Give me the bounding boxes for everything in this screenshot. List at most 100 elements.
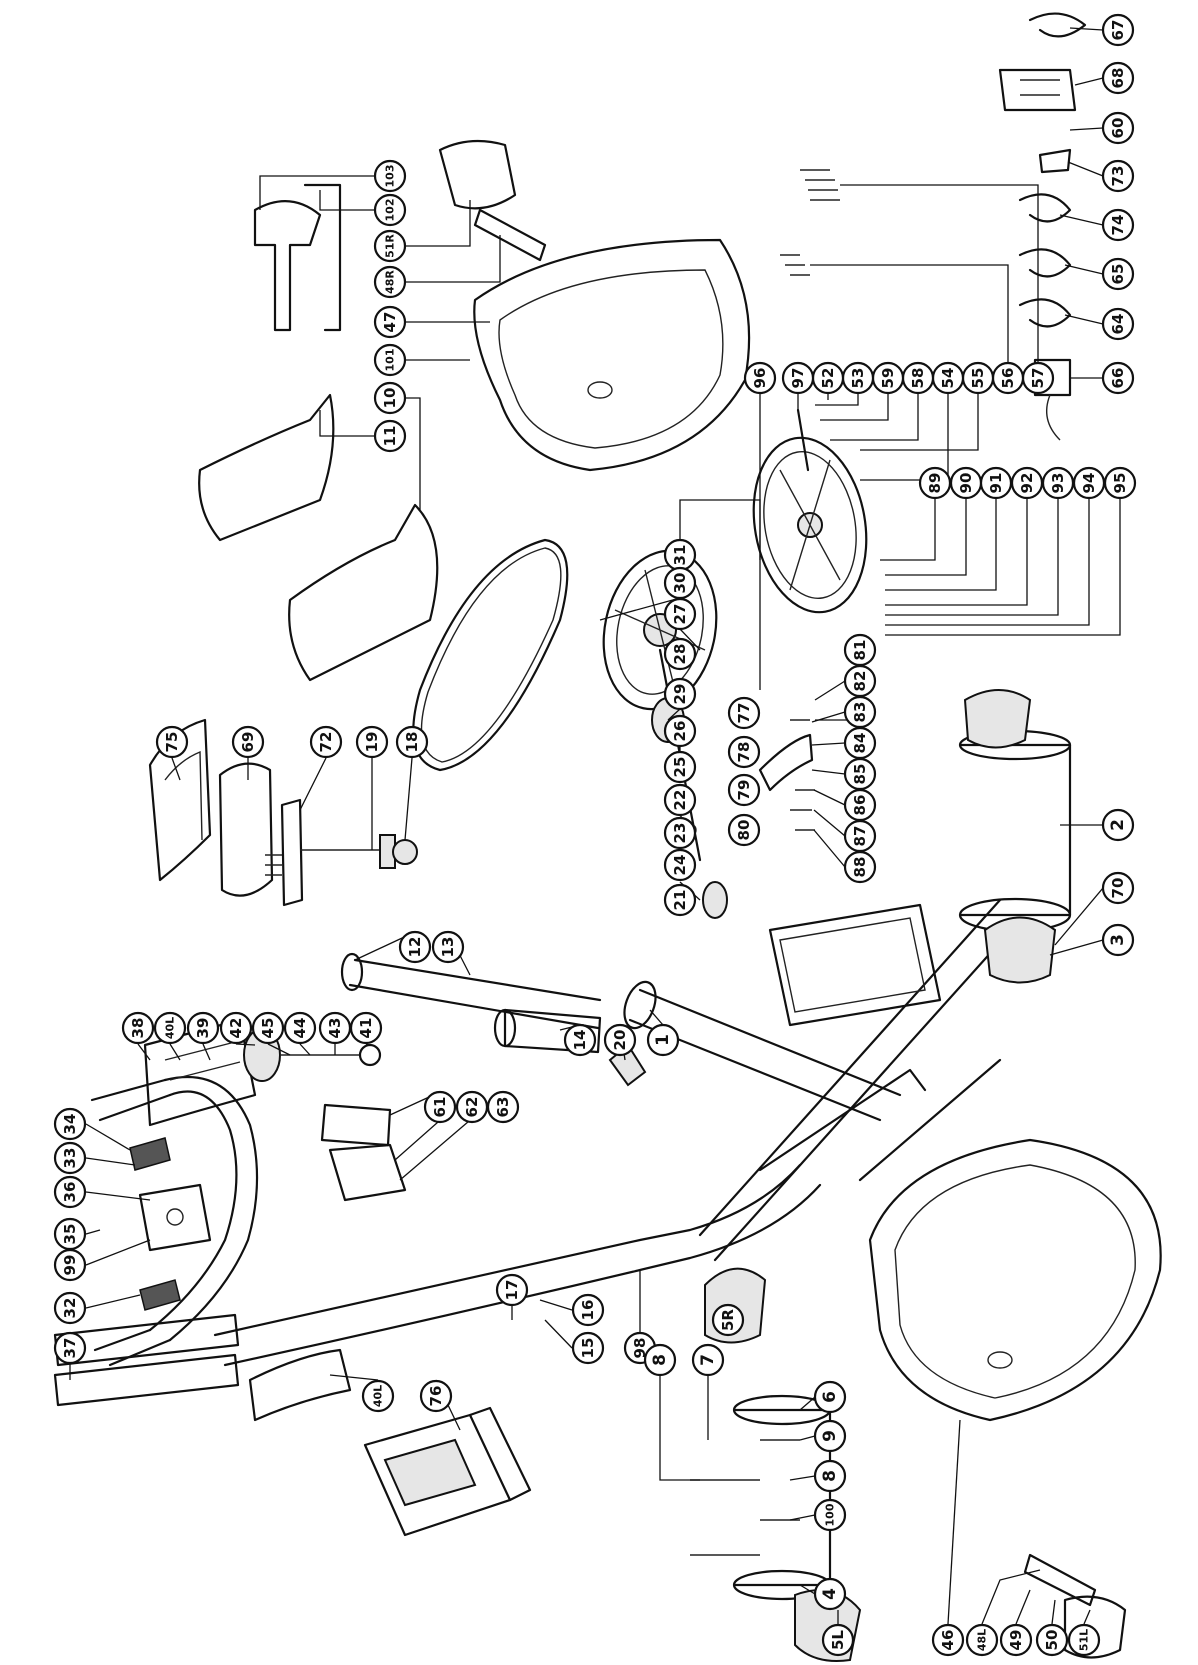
callout-circle: [999, 1623, 1033, 1657]
callout-circle: [663, 637, 697, 671]
callout-label: 45: [259, 1018, 277, 1039]
part-callout: 26: [663, 714, 697, 748]
part-callout: 83: [843, 695, 877, 729]
part-callout: 92: [1010, 466, 1044, 500]
part-callout: 96: [743, 361, 777, 395]
part-callout: 49: [999, 1623, 1033, 1657]
callout-circle: [219, 1011, 253, 1045]
part-callout: 68: [1101, 61, 1135, 95]
part-callout: 48R: [373, 265, 407, 299]
callout-circle: [486, 1090, 520, 1124]
callout-label: 27: [671, 604, 689, 625]
callout-label: 70: [1109, 878, 1127, 899]
part-callout: 18: [395, 725, 429, 759]
callout-circle: [231, 725, 265, 759]
callout-label: 24: [671, 855, 689, 876]
callout-label: 100: [824, 1503, 837, 1526]
callout-circle: [398, 930, 432, 964]
callout-circle: [1067, 1623, 1101, 1657]
part-callout: 101: [373, 343, 407, 377]
part-callout: 47: [373, 305, 407, 339]
part-callout: 84: [843, 726, 877, 760]
callout-label: 75: [163, 732, 181, 753]
callout-circle: [251, 1011, 285, 1045]
part-callout: 28: [663, 637, 697, 671]
part-callout: 25: [663, 750, 697, 784]
callout-label: 1: [653, 1034, 673, 1046]
callout-label: 78: [735, 742, 753, 763]
callout-circle: [711, 1303, 745, 1337]
part-callout: 87: [843, 819, 877, 853]
callout-label: 8: [650, 1354, 670, 1366]
callout-circle: [1101, 361, 1135, 395]
callout-circle: [53, 1248, 87, 1282]
callout-label: 97: [789, 368, 807, 389]
callout-label: 51R: [384, 234, 397, 258]
part-callout: 65: [1101, 257, 1135, 291]
callout-label: 92: [1018, 473, 1036, 494]
callout-label: 61: [431, 1097, 449, 1118]
callout-circle: [1101, 257, 1135, 291]
part-callout: 33: [53, 1141, 87, 1175]
callout-label: 74: [1109, 215, 1127, 236]
part-callout: 53: [841, 361, 875, 395]
part-callout: 59: [871, 361, 905, 395]
part-callout: 34: [53, 1107, 87, 1141]
part-callout: 86: [843, 788, 877, 822]
part-callout: 23: [663, 816, 697, 850]
callout-label: 21: [671, 890, 689, 911]
part-callout: 14: [563, 1023, 597, 1057]
callout-label: 101: [384, 349, 397, 372]
part-callout: 60: [1101, 111, 1135, 145]
part-callout: 41: [349, 1011, 383, 1045]
part-callout: 91: [979, 466, 1013, 500]
covers: [198, 238, 1162, 1422]
part-callout: 74: [1101, 208, 1135, 242]
callout-label: 10: [381, 388, 399, 409]
part-callout: 79: [727, 773, 761, 807]
callout-label: 39: [194, 1018, 212, 1039]
callout-circle: [373, 419, 407, 453]
part-callout: 58: [901, 361, 935, 395]
part-callout: 54: [931, 361, 965, 395]
part-callout: 9: [813, 1419, 847, 1453]
callout-circle: [1101, 111, 1135, 145]
part-callout: 56: [991, 361, 1025, 395]
callout-label: 90: [957, 473, 975, 494]
part-callout: 44: [283, 1011, 317, 1045]
callout-circle: [283, 1011, 317, 1045]
callout-label: 68: [1109, 68, 1127, 89]
callout-circle: [663, 783, 697, 817]
callout-circle: [931, 1623, 965, 1657]
part-callout: 75: [155, 725, 189, 759]
callout-label: 15: [579, 1338, 597, 1359]
callout-label: 43: [326, 1018, 344, 1039]
part-callout: 45: [251, 1011, 285, 1045]
pedals: [438, 139, 1127, 1659]
callout-circle: [373, 343, 407, 377]
callout-circle: [603, 1023, 637, 1057]
callout-label: 50: [1043, 1630, 1061, 1651]
callout-circle: [663, 750, 697, 784]
callout-circle: [53, 1141, 87, 1175]
callout-circle: [813, 1577, 847, 1611]
part-callout: 31: [663, 538, 697, 572]
part-callout: 37: [53, 1331, 87, 1365]
part-callout: 55: [961, 361, 995, 395]
console-parts: [143, 1018, 532, 1537]
callout-label: 22: [671, 790, 689, 811]
part-callout: 70: [1101, 871, 1135, 905]
callout-circle: [309, 725, 343, 759]
callout-label: 66: [1109, 368, 1127, 389]
callout-circle: [1101, 208, 1135, 242]
callout-label: 59: [879, 368, 897, 389]
callout-label: 82: [851, 671, 869, 692]
callout-label: 60: [1109, 118, 1127, 139]
callout-circle: [663, 677, 697, 711]
callout-label: 80: [735, 820, 753, 841]
callout-circle: [813, 1459, 847, 1493]
part-callout: 76: [419, 1379, 453, 1413]
callout-label: 8: [820, 1470, 840, 1482]
